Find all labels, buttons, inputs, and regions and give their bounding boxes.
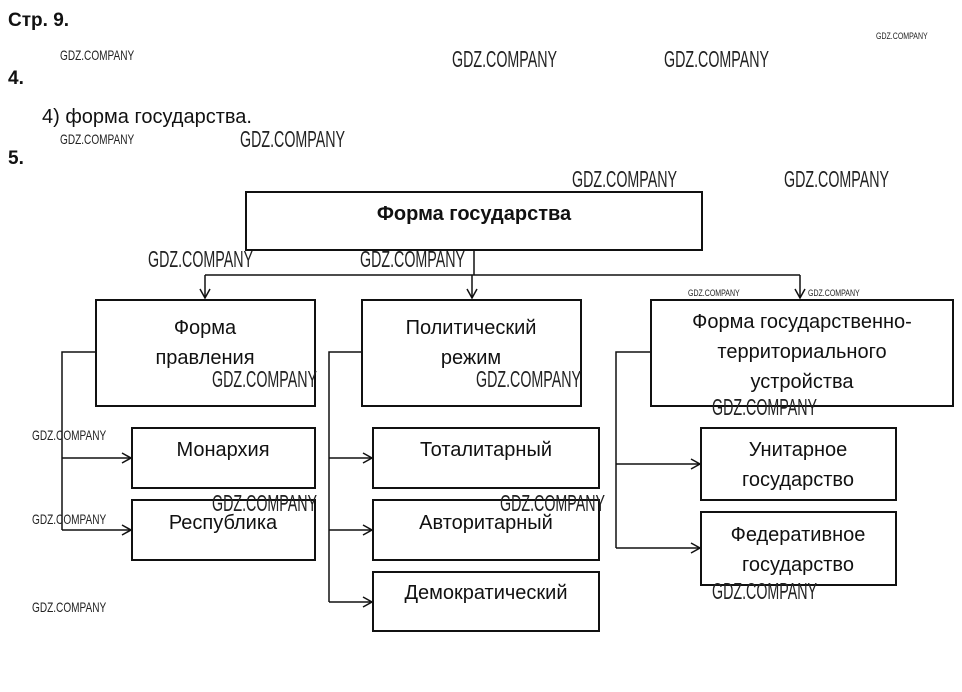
node-territorial-structure: Форма государственно- территориального у… [650,299,954,407]
watermark: GDZ.COMPANY [664,48,769,73]
watermark: GDZ.COMPANY [784,168,889,193]
node-unitary-state: Унитарное государство [700,427,897,501]
node-federal-state: Федеративное государство [700,511,897,586]
watermark: GDZ.COMPANY [452,48,557,73]
node-label-line: Унитарное [749,439,848,461]
watermark: GDZ.COMPANY [360,248,465,273]
task-5-number: 5. [8,148,24,169]
node-totalitarian: Тоталитарный [372,427,600,489]
node-label: Демократический [404,582,567,604]
node-label-line: Форма [174,317,237,339]
node-label-line: Форма государственно- [692,311,912,333]
watermark: GDZ.COMPANY [148,248,253,273]
watermark: GDZ.COMPANY [808,288,860,298]
node-label: Монархия [176,439,269,461]
watermark: GDZ.COMPANY [240,128,345,153]
node-political-regime: Политический режим [361,299,582,407]
node-label: Тоталитарный [420,439,552,461]
watermark: GDZ.COMPANY [500,492,605,517]
node-label: Авторитарный [419,512,553,534]
node-label: Республика [169,512,278,534]
root-label: Форма государства [377,203,572,225]
node-authoritarian: Авторитарный [372,499,600,561]
node-label-line: территориального [717,341,886,363]
node-democratic: Демократический [372,571,600,632]
node-label-line: Политический [406,317,537,339]
node-label-line: Федеративное [731,524,866,546]
watermark: GDZ.COMPANY [32,427,106,443]
watermark: GDZ.COMPANY [876,31,928,41]
watermark: GDZ.COMPANY [32,511,106,527]
watermark: GDZ.COMPANY [712,580,817,605]
page-number: Стр. 9. [8,10,69,31]
node-label-line: государство [742,554,854,576]
watermark: GDZ.COMPANY [212,368,317,393]
watermark: GDZ.COMPANY [32,599,106,615]
node-label-line: государство [742,469,854,491]
watermark: GDZ.COMPANY [712,396,817,421]
watermark: GDZ.COMPANY [60,47,134,63]
root-node: Форма государства [245,191,703,251]
task-4-number: 4. [8,68,24,89]
node-label-line: правления [155,347,254,369]
connectors [61,250,806,608]
watermark: GDZ.COMPANY [688,288,740,298]
watermarks: GDZ.COMPANY GDZ.COMPANY GDZ.COMPANY GDZ.… [32,31,928,615]
node-label-line: устройства [750,371,854,393]
watermark: GDZ.COMPANY [572,168,677,193]
watermark: GDZ.COMPANY [60,131,134,147]
node-label-line: режим [441,347,501,369]
node-monarchy: Монархия [131,427,316,489]
watermark: GDZ.COMPANY [212,492,317,517]
task-4-answer: 4) форма государства. [42,106,252,128]
node-republic: Республика [131,499,316,561]
watermark: GDZ.COMPANY [476,368,581,393]
node-form-of-government: Форма правления [95,299,316,407]
